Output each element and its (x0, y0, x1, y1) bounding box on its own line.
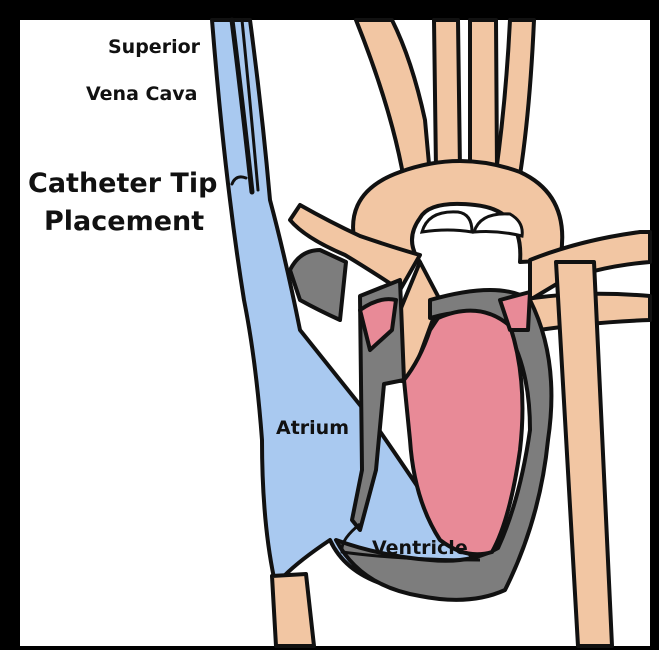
center-branch-2 (470, 20, 497, 170)
label-placement: Placement (44, 206, 204, 237)
label-atrium: Atrium (276, 417, 349, 439)
label-catheter-tip: Catheter Tip (28, 168, 217, 199)
label-superior: Superior (108, 36, 201, 58)
label-ventricle: Ventricle (372, 537, 468, 559)
label-vena-cava: Vena Cava (86, 83, 198, 105)
inferior-vena-cava (272, 574, 314, 646)
center-branch-1 (434, 20, 460, 170)
